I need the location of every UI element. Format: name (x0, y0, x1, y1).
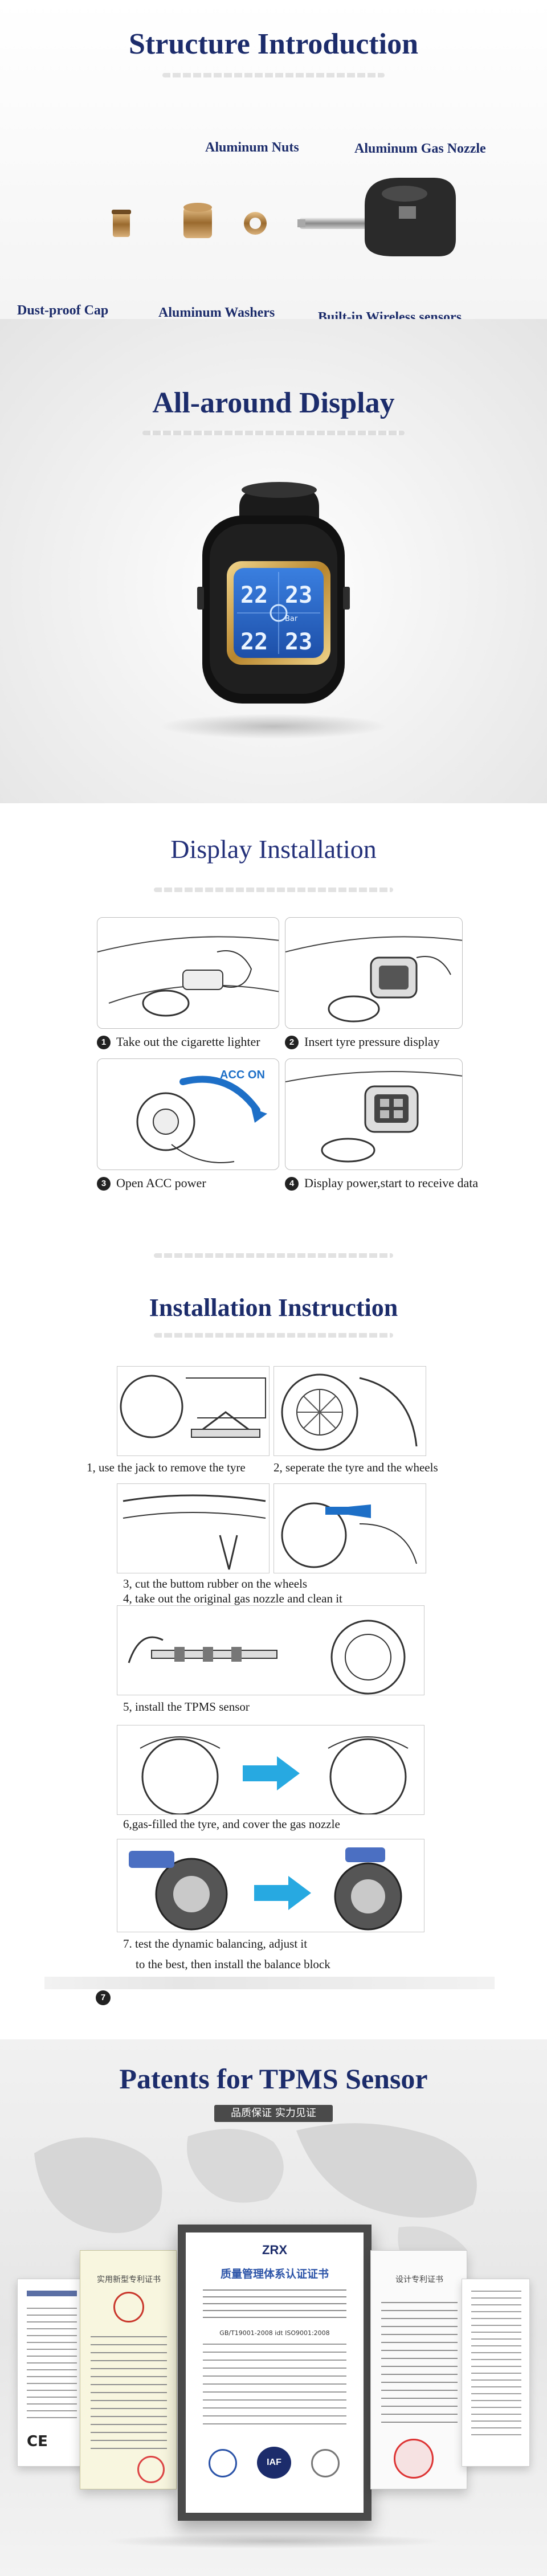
instruction-caption-7b: to the best, then install the balance bl… (136, 1957, 330, 1971)
label-dust-proof-cap: Dust-proof Cap (17, 303, 109, 318)
display-section: All-around Display (0, 319, 547, 803)
remove-lighter-sketch (97, 936, 279, 1017)
instruction-top-line (154, 1253, 393, 1258)
label-aluminum-nuts: Aluminum Nuts (205, 140, 299, 155)
insert-display-sketch (285, 936, 462, 1023)
instruction-image-remove-nozzle (274, 1483, 426, 1573)
iaf-mark: IAF (257, 2447, 291, 2479)
reading-front-right: 23 (285, 582, 312, 608)
label-aluminum-gas-nozzle: Aluminum Gas Nozzle (354, 141, 486, 156)
install-sensor-sketch (128, 1620, 406, 1695)
wireless-sensor-icon (365, 178, 456, 256)
installation-instruction-title: Installation Instruction (149, 1294, 398, 1322)
instruction-caption-4: 4, take out the original gas nozzle and … (123, 1592, 342, 1605)
certificate-far-left: CE (17, 2279, 85, 2467)
certificate-quality-management: ZRX 质量管理体系认证证书 GB/T19001-2008 idt ISO900… (178, 2225, 372, 2521)
certificate-utility-patent: 实用新型专利证书 (80, 2250, 177, 2489)
quality-cert-title: 质量管理体系认证证书 (220, 2268, 329, 2280)
pressure-unit-label: Bar (285, 615, 298, 623)
display-installation-title: Display Installation (170, 835, 377, 864)
instruction-caption-6: 6,gas-filled the tyre, and cover the gas… (123, 1817, 340, 1831)
gas-nozzle-icon (297, 218, 368, 229)
remove-nozzle-sketch (281, 1502, 417, 1568)
quality-cert-standard: GB/T19001-2008 idt ISO9001:2008 (219, 2329, 330, 2337)
instruction-image-jack (117, 1366, 270, 1456)
separate-tyre-sketch (281, 1373, 418, 1451)
certificate-design-patent: 设计专利证书 (370, 2250, 467, 2489)
world-map-background (34, 2123, 477, 2274)
aluminum-washer-icon (244, 212, 267, 235)
patents-section: Patents for TPMS Sensor 品质保证 实力见证 CE 实用新… (0, 2039, 547, 2576)
ce-mark: CE (27, 2433, 48, 2450)
display-title-underline (142, 431, 405, 435)
step-image-open-acc: ACC ON (97, 1058, 279, 1170)
zrx-logo: ZRX (262, 2243, 287, 2257)
gas-fill-sketch (140, 1736, 409, 1814)
instruction-image-cut-rubber (117, 1483, 270, 1573)
instruction-image-install-sensor (117, 1605, 424, 1695)
reading-front-left: 22 (240, 582, 268, 608)
step-number-badge: 7 (96, 1990, 111, 2005)
instruction-footer-bar (44, 1977, 495, 1989)
instruction-caption-1: 1, use the jack to remove the tyre (87, 1461, 246, 1474)
instruction-title-underline (154, 1333, 393, 1338)
step-image-take-out-lighter (97, 917, 279, 1029)
acc-on-sketch: ACC ON (136, 1069, 267, 1163)
jack-sketch (120, 1375, 266, 1438)
aluminum-nut-icon (183, 203, 212, 238)
reading-rear-left: 22 (240, 629, 268, 655)
cut-rubber-sketch (123, 1494, 266, 1570)
tpms-display-illustration: 22 23 22 23 Bar (160, 482, 387, 739)
label-aluminum-washers: Aluminum Washers (158, 305, 275, 320)
balancing-sketch (129, 1847, 402, 1931)
instruction-image-gas-fill (117, 1725, 424, 1815)
instruction-caption-7: 7. test the dynamic balancing, adjust it (123, 1937, 308, 1951)
reading-rear-right: 23 (285, 629, 312, 655)
utility-patent-title: 实用新型专利证书 (97, 2275, 161, 2284)
instruction-image-balancing (117, 1839, 424, 1932)
design-patent-title: 设计专利证书 (395, 2275, 443, 2284)
acc-on-label: ACC ON (220, 1069, 265, 1081)
instruction-caption-5: 5, install the TPMS sensor (123, 1700, 250, 1714)
step-image-insert-display (285, 917, 463, 1029)
sensor-parts-illustration (112, 178, 456, 256)
patents-title: Patents for TPMS Sensor (119, 2063, 428, 2095)
side-button-left (197, 587, 204, 610)
instruction-caption-3: 3, cut the buttom rubber on the wheels (123, 1577, 308, 1590)
title-underline (162, 73, 385, 77)
quality-banner: 品质保证 实力见证 (214, 2105, 333, 2122)
display-powered-sketch (285, 1071, 462, 1163)
instruction-image-separate-tyre (274, 1366, 426, 1456)
structure-title: Structure Introduction (129, 28, 418, 60)
structure-section: Structure Introduction Aluminum Nuts Alu… (0, 0, 547, 325)
certificate-far-right (462, 2279, 530, 2467)
display-title: All-around Display (152, 387, 395, 419)
side-button-right (343, 587, 350, 610)
step-image-display-powered (285, 1058, 463, 1170)
dust-cap-icon (112, 210, 131, 237)
certificates-shadow (103, 2534, 444, 2549)
instruction-caption-2: 2, seperate the tyre and the wheels (274, 1461, 438, 1474)
display-installation-underline (154, 888, 393, 892)
